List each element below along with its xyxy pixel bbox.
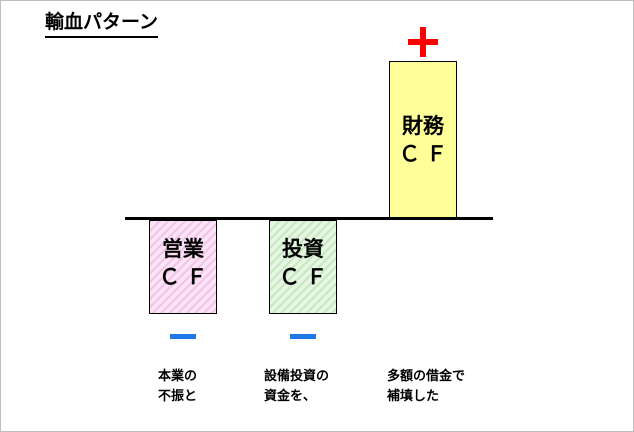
financing-caption-line1: 多額の借金で: [387, 369, 466, 384]
operating-caption: 本業の 不振と: [158, 367, 197, 407]
plus-sign-icon: [408, 27, 438, 57]
zero-baseline: [125, 217, 493, 220]
operating-caption-line2: 不振と: [158, 389, 198, 404]
investing-cf-label: 投資: [282, 237, 324, 261]
investing-cf-bar: 投資 ＣＦ: [269, 220, 337, 314]
slide-title: 輸血パターン: [45, 9, 159, 38]
operating-cf-abbrev: ＣＦ: [159, 265, 213, 289]
financing-cf-abbrev: ＣＦ: [399, 142, 453, 166]
investing-caption-line2: 資金を、: [264, 389, 317, 404]
operating-cf-bar: 営業 ＣＦ: [149, 220, 217, 314]
financing-cf-bar: 財務 ＣＦ: [389, 61, 457, 219]
plus-sign-vertical: [420, 27, 426, 57]
financing-caption: 多額の借金で 補填した: [387, 367, 465, 407]
operating-cf-label: 営業: [162, 237, 204, 261]
operating-caption-line1: 本業の: [158, 369, 198, 384]
financing-cf-label: 財務: [402, 114, 444, 138]
operating-minus-sign-icon: [170, 334, 196, 339]
investing-minus-sign-icon: [290, 334, 316, 339]
investing-cf-abbrev: ＣＦ: [279, 265, 333, 289]
financing-caption-line2: 補填した: [387, 389, 440, 404]
investing-caption: 設備投資の 資金を、: [264, 367, 329, 407]
investing-caption-line1: 設備投資の: [264, 369, 330, 384]
